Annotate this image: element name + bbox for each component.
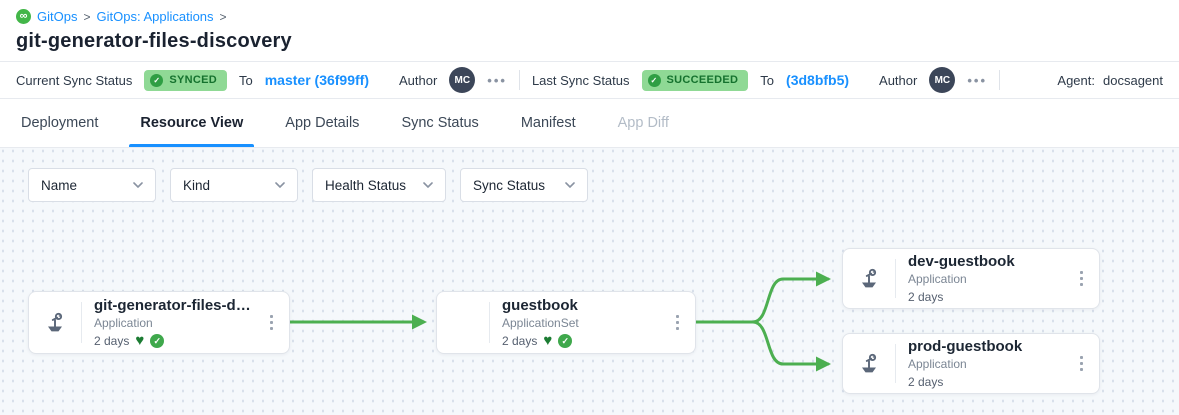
node-kind: ApplicationSet [502, 316, 579, 330]
sync-status-bar: Current Sync Status ✓ SYNCED To master (… [0, 61, 1179, 99]
argo-application-icon [843, 350, 895, 378]
current-revision-link[interactable]: master (36f99ff) [264, 72, 369, 88]
filter-name-label: Name [41, 177, 78, 193]
resource-graph-canvas[interactable]: Name Kind Health Status Sync Status [0, 148, 1179, 415]
node-title: dev-guestbook [908, 253, 1015, 270]
page-header: ∞ GitOps > GitOps: Applications > git-ge… [0, 0, 1179, 61]
graph-node-guestbook[interactable]: guestbook ApplicationSet 2 days ♥ ✓ [436, 291, 696, 354]
chevron-down-icon [565, 182, 575, 188]
node-divider [895, 259, 896, 298]
node-body: guestbook ApplicationSet 2 days ♥ ✓ [490, 289, 667, 356]
current-sync-status-label: Current Sync Status [16, 72, 133, 88]
node-kebab-menu-icon[interactable] [261, 315, 281, 330]
node-age: 2 days [908, 290, 944, 304]
node-kebab-menu-icon[interactable] [1071, 356, 1091, 371]
current-author-label: Author [398, 72, 438, 88]
tab-sync-status[interactable]: Sync Status [401, 115, 479, 131]
tab-manifest[interactable]: Manifest [520, 115, 576, 131]
node-kebab-menu-icon[interactable] [667, 315, 687, 330]
filter-bar: Name Kind Health Status Sync Status [28, 168, 588, 202]
breadcrumb-separator: > [83, 9, 91, 24]
current-sync-status-badge-text: SYNCED [169, 74, 217, 86]
chevron-down-icon [133, 182, 143, 188]
breadcrumb-link-gitops[interactable]: GitOps [37, 9, 78, 24]
filter-kind-label: Kind [183, 177, 211, 193]
node-age: 2 days [908, 375, 944, 389]
argo-application-icon [843, 265, 895, 293]
health-heart-icon: ♥ [135, 332, 145, 349]
last-sync-status-badge-text: SUCCEEDED [666, 74, 739, 86]
node-body: git-generator-files-disco... Application… [82, 289, 261, 356]
filter-kind-dropdown[interactable]: Kind [170, 168, 298, 202]
breadcrumb-link-applications[interactable]: GitOps: Applications [96, 9, 214, 24]
current-author-avatar: MC [449, 67, 476, 93]
node-body: prod-guestbook Application 2 days [896, 330, 1071, 397]
last-sync-status-label: Last Sync Status [531, 72, 630, 88]
gitops-logo-icon: ∞ [16, 9, 31, 24]
node-kebab-menu-icon[interactable] [1071, 271, 1091, 286]
graph-edges [290, 271, 831, 372]
node-kind: Application [908, 272, 967, 286]
filter-sync-status-dropdown[interactable]: Sync Status [460, 168, 588, 202]
filter-name-dropdown[interactable]: Name [28, 168, 156, 202]
node-title: prod-guestbook [908, 338, 1023, 355]
agent-info: Agent: docsagent [1057, 73, 1163, 88]
tab-bar: Deployment Resource View App Details Syn… [0, 99, 1179, 148]
status-bar-divider [518, 70, 520, 90]
node-title: guestbook [502, 297, 578, 314]
synced-check-icon: ✓ [558, 334, 573, 348]
agent-label: Agent: [1057, 72, 1095, 88]
status-bar-divider [999, 70, 1000, 90]
node-divider [81, 302, 82, 343]
filter-sync-status-label: Sync Status [473, 177, 546, 193]
last-to-label: To [760, 72, 775, 88]
last-author-avatar: MC [929, 67, 956, 93]
node-kind: Application [94, 316, 153, 330]
graph-node-dev-guestbook[interactable]: dev-guestbook Application 2 days [842, 248, 1100, 309]
node-kind: Application [908, 357, 967, 371]
node-age: 2 days [94, 334, 130, 348]
filter-health-status-dropdown[interactable]: Health Status [312, 168, 446, 202]
last-more-menu-icon[interactable]: ••• [967, 72, 987, 88]
node-divider [895, 344, 896, 383]
filter-health-status-label: Health Status [325, 177, 407, 193]
node-title: git-generator-files-disco... [94, 297, 254, 314]
current-more-menu-icon[interactable]: ••• [487, 72, 507, 88]
check-circle-icon: ✓ [150, 73, 164, 87]
graph-node-prod-guestbook[interactable]: prod-guestbook Application 2 days [842, 333, 1100, 394]
graph-node-git-generator-files-discovery[interactable]: git-generator-files-disco... Application… [28, 291, 290, 354]
last-author-label: Author [879, 72, 918, 88]
tab-deployment[interactable]: Deployment [21, 115, 99, 131]
breadcrumb-separator: > [219, 9, 227, 24]
node-divider [489, 302, 490, 343]
synced-check-icon: ✓ [150, 334, 165, 348]
page-title: git-generator-files-discovery [16, 30, 292, 52]
check-circle-icon: ✓ [647, 73, 661, 87]
current-sync-status-badge: ✓ SYNCED [144, 69, 227, 91]
tab-app-details[interactable]: App Details [285, 115, 360, 131]
chevron-down-icon [423, 182, 433, 188]
breadcrumb: ∞ GitOps > GitOps: Applications > [16, 9, 1163, 24]
node-age: 2 days [502, 334, 538, 348]
health-heart-icon: ♥ [543, 332, 553, 349]
argo-application-icon [29, 309, 81, 337]
chevron-down-icon [275, 182, 285, 188]
node-body: dev-guestbook Application 2 days [896, 245, 1071, 312]
current-to-label: To [238, 72, 253, 88]
tab-app-diff: App Diff [617, 115, 669, 131]
agent-value: docsagent [1103, 72, 1163, 88]
last-revision-link[interactable]: (3d8bfb5) [786, 72, 850, 88]
tab-resource-view[interactable]: Resource View [119, 99, 264, 147]
last-sync-status-badge: ✓ SUCCEEDED [641, 69, 749, 91]
